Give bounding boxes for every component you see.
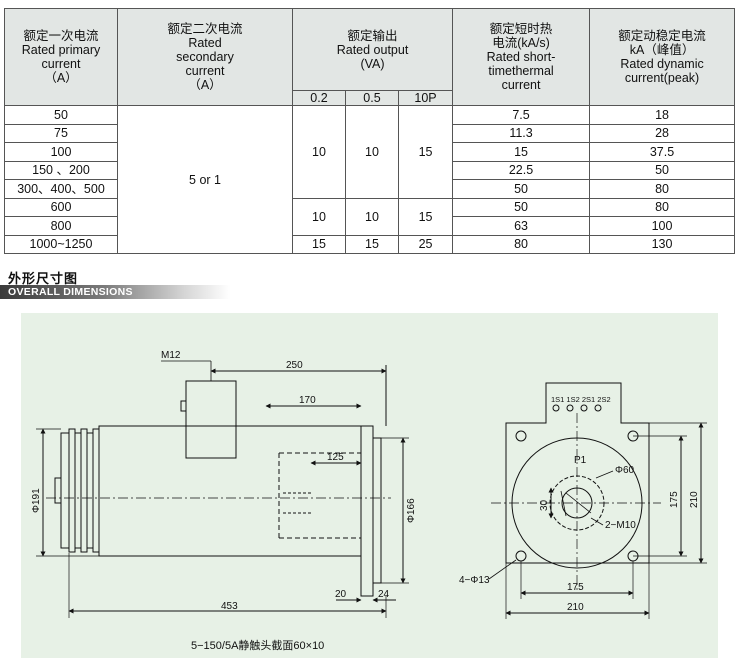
thermal-cell: 80 xyxy=(452,234,591,254)
dynamic-cell: 28 xyxy=(589,123,736,143)
header-class-0-2: 0.2 xyxy=(292,90,346,106)
output-cell: 10 xyxy=(345,197,399,236)
output-cell: 10 xyxy=(292,197,346,236)
front-view xyxy=(488,382,707,619)
label-210-vertical: 210 xyxy=(689,491,700,508)
secondary-cell: 5 or 1 xyxy=(117,105,293,254)
label-30: 30 xyxy=(539,499,550,511)
label-24: 24 xyxy=(378,589,390,600)
output-cell: 10 xyxy=(292,105,346,199)
primary-cell: 75 xyxy=(4,123,118,143)
label-phi166: Φ166 xyxy=(406,498,417,523)
primary-cell: 800 xyxy=(4,216,118,236)
primary-cell: 1000~1250 xyxy=(4,234,118,254)
label-terminals: 1S1 1S2 2S1 2S2 xyxy=(551,395,611,404)
dynamic-cell: 80 xyxy=(589,197,736,217)
label-holes: 4−Φ13 xyxy=(459,575,490,586)
label-phi60: Φ60 xyxy=(615,465,635,476)
label-170: 170 xyxy=(299,395,316,406)
primary-cell: 50 xyxy=(4,105,118,125)
drawing-caption: 5−150/5A静触头截面60×10 xyxy=(191,638,324,652)
thermal-cell: 50 xyxy=(452,179,591,199)
output-cell: 15 xyxy=(292,234,346,254)
dynamic-cell: 100 xyxy=(589,216,736,236)
label-phi191: Φ191 xyxy=(31,488,42,513)
dynamic-cell: 37.5 xyxy=(589,142,736,162)
label-453: 453 xyxy=(221,601,238,612)
thermal-cell: 15 xyxy=(452,142,591,162)
output-cell: 15 xyxy=(397,105,454,199)
primary-cell: 600 xyxy=(4,197,118,217)
dynamic-cell: 50 xyxy=(589,160,736,180)
label-175-horizontal: 175 xyxy=(567,582,584,593)
label-250: 250 xyxy=(286,360,303,371)
label-2m10: 2−M10 xyxy=(605,520,636,531)
output-cell: 25 xyxy=(397,234,454,254)
thermal-cell: 7.5 xyxy=(452,105,591,125)
dimension-drawing: M12 250 170 125 Φ191 Φ166 20 24 453 1S1 … xyxy=(21,313,718,658)
primary-cell: 150 、200 xyxy=(4,160,118,180)
label-p1: P1 xyxy=(574,455,587,466)
label-210-horizontal: 210 xyxy=(567,602,584,613)
header-class-10p: 10P xyxy=(397,90,454,106)
thermal-cell: 22.5 xyxy=(452,160,591,180)
dynamic-cell: 18 xyxy=(589,105,736,125)
thermal-cell: 50 xyxy=(452,197,591,217)
dynamic-cell: 130 xyxy=(589,234,736,254)
label-m12: M12 xyxy=(161,350,181,361)
label-175-vertical: 175 xyxy=(669,491,680,508)
label-20: 20 xyxy=(335,589,347,600)
output-cell: 15 xyxy=(397,197,454,236)
section-subtitle-bar: OVERALL DIMENSIONS xyxy=(0,285,230,299)
primary-cell: 300、400、500 xyxy=(4,179,118,199)
output-cell: 10 xyxy=(345,105,399,199)
dynamic-cell: 80 xyxy=(589,179,736,199)
header-class-0-5: 0.5 xyxy=(345,90,399,106)
section-subtitle: OVERALL DIMENSIONS xyxy=(8,286,133,298)
thermal-cell: 63 xyxy=(452,216,591,236)
output-cell: 15 xyxy=(345,234,399,254)
section-title: 外形尺寸图 xyxy=(8,271,79,286)
side-view xyxy=(36,360,409,618)
primary-cell: 100 xyxy=(4,142,118,162)
label-125: 125 xyxy=(327,452,344,463)
drawing-svg: M12 250 170 125 Φ191 Φ166 20 24 453 1S1 … xyxy=(31,350,707,652)
thermal-cell: 11.3 xyxy=(452,123,591,143)
